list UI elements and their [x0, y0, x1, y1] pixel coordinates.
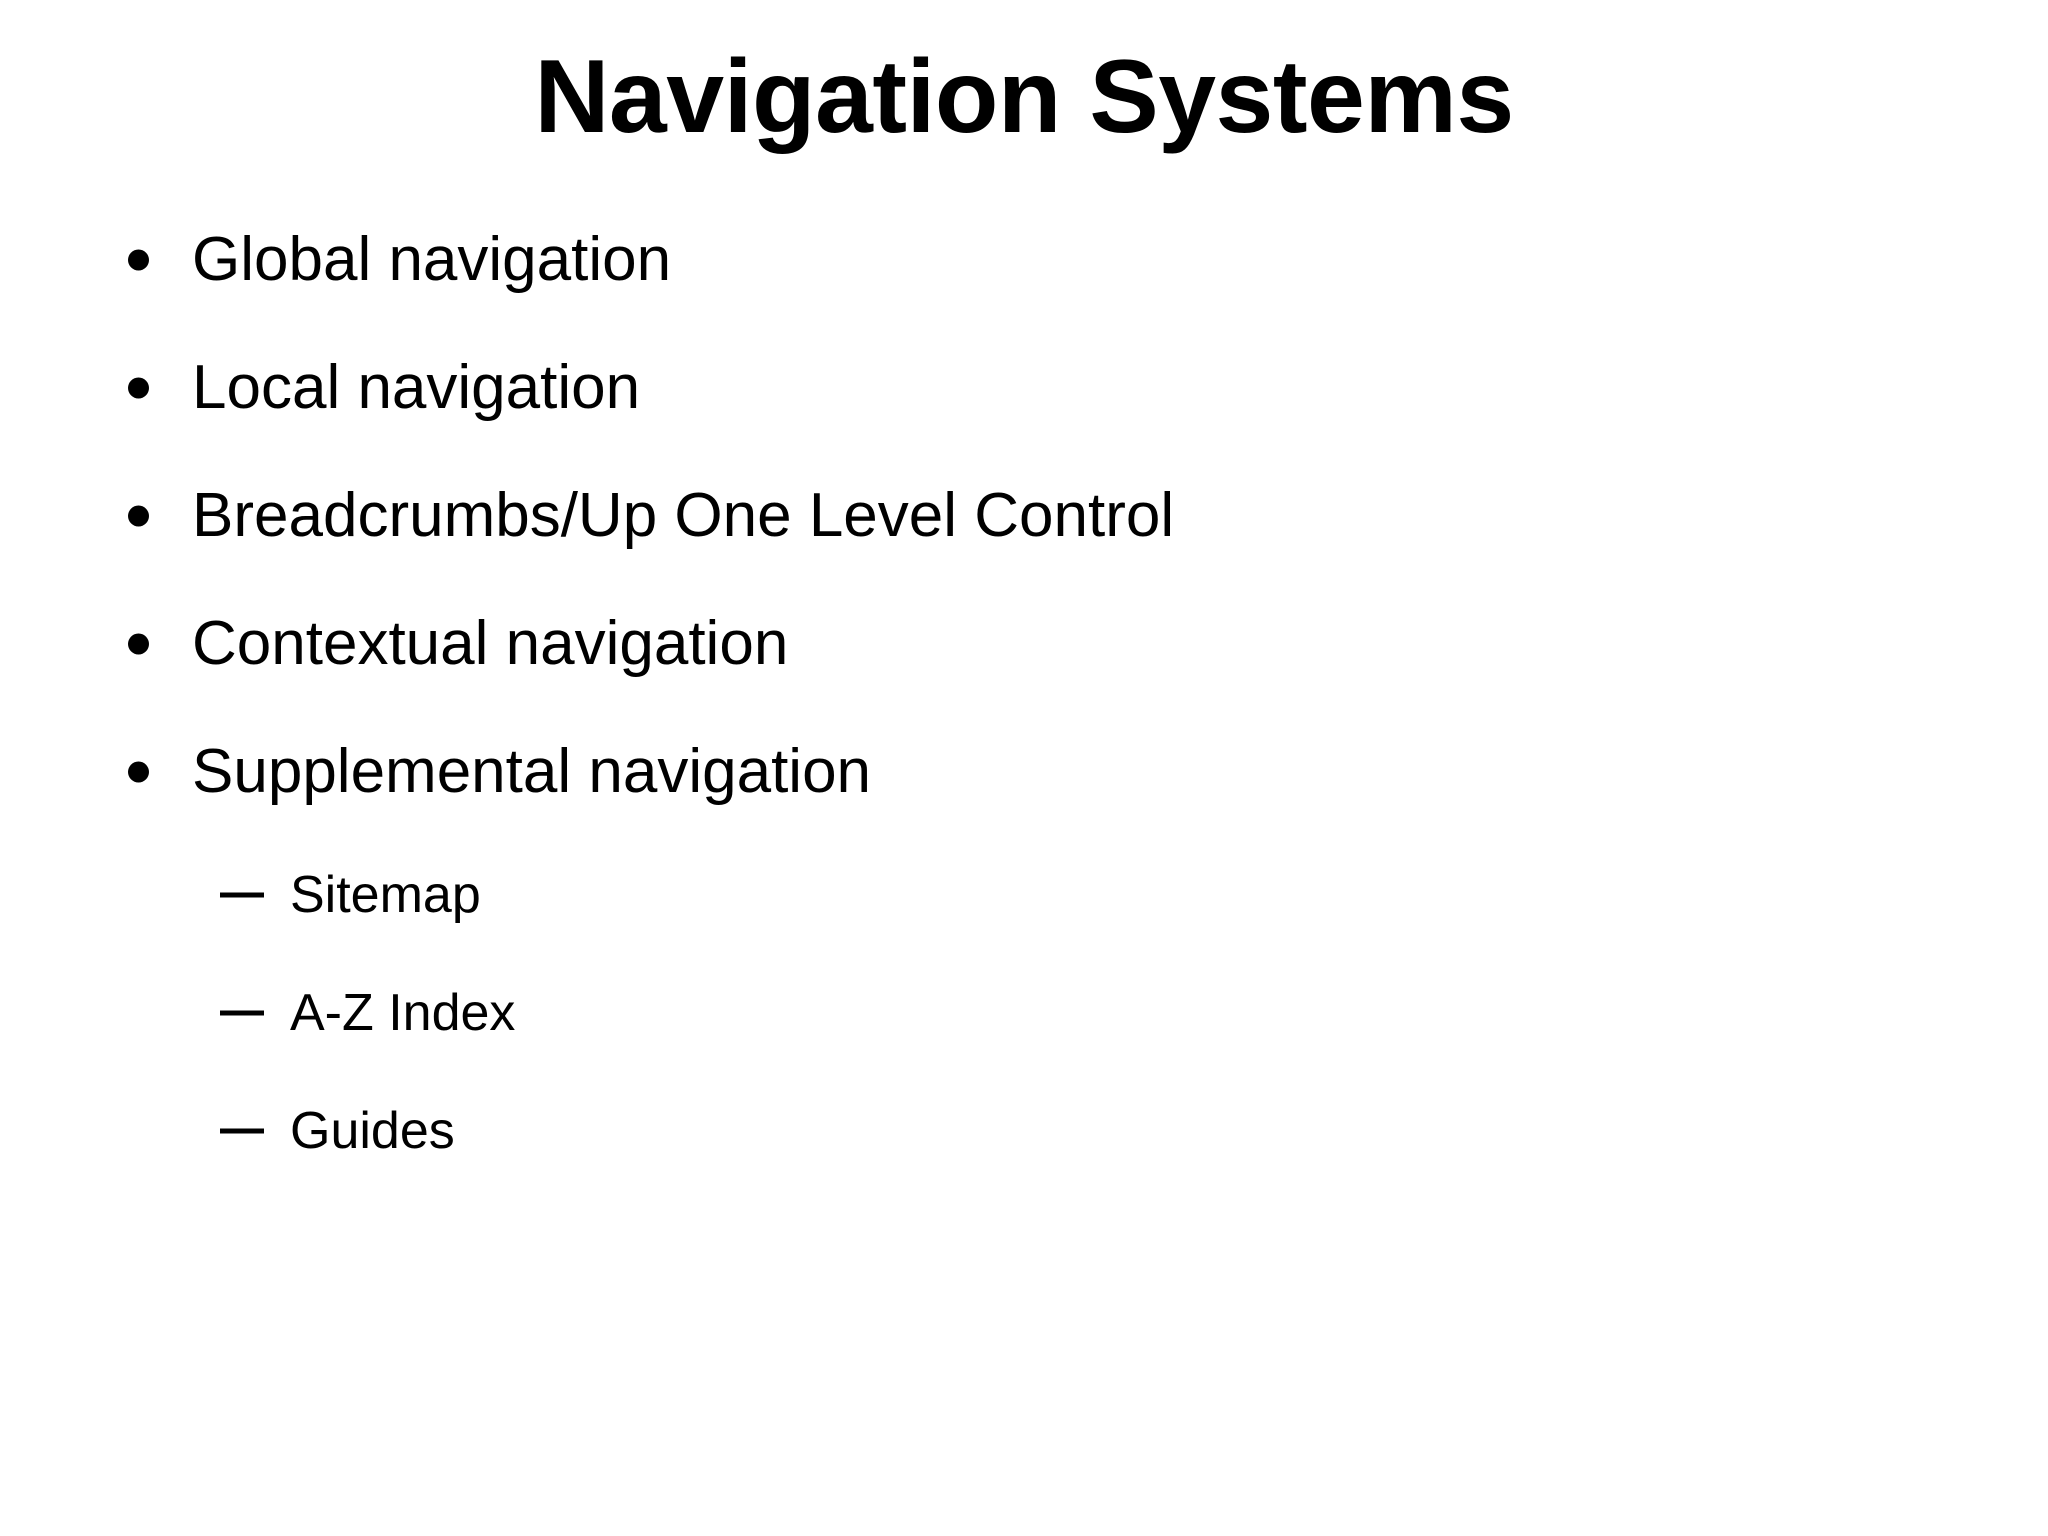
list-item: Local navigation [0, 324, 2048, 452]
list-item: Supplemental navigation [0, 708, 2048, 836]
list-item-label: Breadcrumbs/Up One Level Control [192, 481, 1175, 550]
sub-list-item-label: Sitemap [290, 866, 481, 924]
list-item-label: Contextual navigation [192, 609, 789, 678]
list-item: Contextual navigation [0, 580, 2048, 708]
page-title: Navigation Systems [534, 39, 1514, 155]
list-item: Global navigation [0, 196, 2048, 324]
list-item-label: Local navigation [192, 353, 641, 422]
sub-list-item-label: Guides [290, 1102, 455, 1160]
sub-list-item: Guides [0, 1072, 2048, 1190]
list-item-label: Supplemental navigation [192, 737, 872, 806]
bullet-list: Global navigation Local navigation Bread… [0, 196, 2048, 1190]
sub-list-item-label: A-Z Index [290, 984, 516, 1042]
list-item: Breadcrumbs/Up One Level Control [0, 452, 2048, 580]
list-item-label: Global navigation [192, 225, 672, 294]
sub-list-item: Sitemap [0, 836, 2048, 954]
sub-list-item: A-Z Index [0, 954, 2048, 1072]
